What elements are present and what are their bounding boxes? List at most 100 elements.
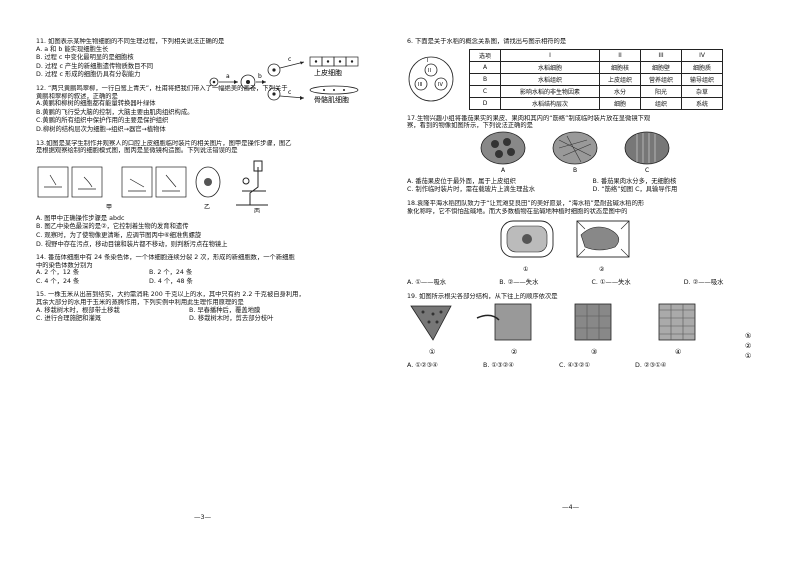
table-cell: 细胞质 <box>681 60 723 74</box>
q18-stem-2: 象化称呼，它不惧怕盐碱地。而大多数植物在盐碱地种植时细胞的状态是图中的 <box>407 207 628 215</box>
label-bing: 丙 <box>254 208 260 213</box>
q17-stem-1: 17.生物兴趣小组将番茄果实的果皮、果肉和其内的“筋络”制成临时装片放在显微镜下… <box>407 114 651 122</box>
label-3: ③ <box>591 348 597 356</box>
question-19: 19. 如图所示根尖各部分结构，从下往上的顺序依次是 ① ② ③ ④ ⑤ ② ① <box>407 293 772 371</box>
q12-option-c: C.黄鹂的所有组织中保护作用的主要是保护组织 <box>36 117 169 125</box>
q12-option-b: B.黄鹂的飞行受大脑的控制，大脑主要由肌肉组织构成。 <box>36 108 194 116</box>
q12-option-a: A.黄鹂和柳树的细胞都有能量转换器叶绿体 <box>36 100 156 108</box>
table-cell: 水稻细胞 <box>500 60 600 74</box>
q13-option-c: C. 观察时，为了使物像更清晰，应调节图丙中⑥细准焦螺旋 <box>36 231 202 239</box>
table-cell: A <box>469 60 501 74</box>
table-header: III <box>640 48 682 62</box>
q11-option-b: B. 过程 c 中变化最明显的是细胞核 <box>36 54 134 62</box>
label-c: c <box>288 56 291 63</box>
label-a: a <box>226 73 230 80</box>
q19-option-c: C. ④③②① <box>559 362 590 370</box>
question-11: 11. 如图表示某种生物细胞的不同生理过程，下列相关说法正确的是 A. a 和 … <box>36 38 383 80</box>
q19-stem: 19. 如图所示根尖各部分结构，从下往上的顺序依次是 <box>407 292 558 300</box>
table-cell: 水分 <box>599 84 641 98</box>
plant-cell-states-figure: ① ② <box>500 220 630 273</box>
table-row: B 水稻组织 上皮组织 营养组织 输导组织 <box>469 72 723 86</box>
label-2: ② <box>511 348 517 356</box>
q14-option-a: A. 2 个，12 条 <box>36 269 80 277</box>
slide-preparation-figure: 甲 乙 丙 <box>37 160 268 213</box>
table-row: C 影响水稻的非生物因素 水分 阳光 杂草 <box>469 84 723 98</box>
table-row: D 水稻结构层次 细胞 组织 系统 <box>469 96 723 110</box>
table-cell: B <box>469 72 501 86</box>
table-header: 选项 <box>469 48 501 62</box>
table-row: A 水稻细胞 细胞核 细胞壁 细胞质 <box>469 60 723 74</box>
q6-stem: 6. 下面是关于水稻的概念关系图，请找出与图示相符的是 <box>407 38 567 45</box>
circle-label-2: II <box>428 68 431 74</box>
q13-figure-area: 甲 乙 丙 <box>36 155 383 215</box>
table-cell: 细胞核 <box>599 60 641 74</box>
left-page-number: —3— <box>194 513 212 521</box>
circle-label-4: IV <box>438 82 443 88</box>
root-tip-figure: ① ② ③ ④ ⑤ ② ① <box>410 303 751 360</box>
q19-option-d: D. ②③①④ <box>635 362 667 370</box>
question-18: 18.袁隆平海水稻团队致力于“让荒滩变良田”的美好愿景，“海水稻”是耐盐碱水稻的… <box>407 200 772 288</box>
table-cell: 细胞 <box>599 96 641 110</box>
q19-figure-area: ① ② ③ ④ ⑤ ② ① <box>407 300 772 362</box>
table-cell: 水稻结构层次 <box>500 96 600 110</box>
q15-option-c: C. 进行合理施肥和灌溉 <box>36 315 102 323</box>
q17-option-d: D. “筋络”如图 C，具输导作用 <box>592 186 678 194</box>
q17-option-b: B. 番茄果肉水分多，无细胞核 <box>592 177 677 185</box>
table-cell: 影响水稻的非生物因素 <box>500 84 600 98</box>
question-17: 17.生物兴趣小组将番茄果实的果皮、果肉和其内的“筋络”制成临时装片放在显微镜下… <box>407 115 772 195</box>
side-label-5: ⑤ <box>745 332 751 340</box>
concept-table: 选项 I II III IV A 水稻细胞 细胞核 细胞壁 细胞质 B 水稻组织… <box>469 48 723 110</box>
table-cell: 系统 <box>681 96 723 110</box>
q15-option-a: A. 移栽树木时，根部带土移栽 <box>36 306 120 314</box>
q14-stem-2: 中的染色体数分别为 <box>36 261 93 269</box>
concept-circle-diagram: I II III IV <box>408 56 454 102</box>
q12-stem-1: 12. “两只黄鹂鸣翠柳，一行白鹭上青天”，杜甫将把我们带入了一幅绝美的画卷，下… <box>36 84 288 92</box>
q14-option-c: C. 4 个，24 条 <box>36 277 80 285</box>
q11-option-d: D. 过程 c 形成的细胞仍具有分裂能力 <box>36 71 141 79</box>
q12-option-d: D.柳树的结构层次为细胞→组织→器官→植物体 <box>36 125 166 133</box>
q18-option-a: A. ①——吸水 <box>407 279 447 287</box>
q19-option-a: A. ①②③④ <box>407 362 438 370</box>
question-13: 13.如图是某学生制作并观察人的口腔上皮细胞临时装片的相关图片，图甲是操作步骤，… <box>36 140 383 250</box>
label-c-lower: c <box>288 89 291 96</box>
q14-option-b: B. 2 个，24 条 <box>149 269 193 277</box>
label-4: ④ <box>675 348 681 356</box>
q15-option-b: B. 早春播种后，覆盖地膜 <box>189 306 261 314</box>
right-page-number: —4— <box>562 503 580 511</box>
circle-label-3: III <box>418 82 422 88</box>
q15-stem-2: 其余大部分的水用于玉米的蒸腾作用，下列实例中利用此生理作用原理的是 <box>36 299 244 307</box>
table-cell: 上皮组织 <box>599 72 641 86</box>
label-1: ① <box>429 348 435 356</box>
label-b: b <box>258 73 262 80</box>
side-label-1: ① <box>745 352 751 360</box>
tomato-slides-figure: A B C <box>480 131 670 174</box>
table-cell: 杂草 <box>681 84 723 98</box>
table-cell: 组织 <box>640 96 682 110</box>
q19-option-b: B. ①③②④ <box>483 362 514 370</box>
label-jia: 甲 <box>106 204 112 211</box>
table-cell: 营养组织 <box>640 72 682 86</box>
side-label-2: ② <box>745 342 751 350</box>
q12-stem-2: 黄鹂和翠柳的叙述，正确的是 <box>36 92 118 100</box>
q13-stem-1: 13.如图是某学生制作并观察人的口腔上皮细胞临时装片的相关图片，图甲是操作步骤，… <box>36 139 292 147</box>
label-b: B <box>573 167 577 174</box>
table-cell: D <box>469 96 501 110</box>
q13-option-a: A. 图甲中正确操作步骤是 abdc <box>36 214 125 222</box>
table-header: I <box>500 48 600 62</box>
q11-stem: 11. 如图表示某种生物细胞的不同生理过程，下列相关说法正确的是 <box>36 38 225 45</box>
q18-option-d: D. ②——吸水 <box>683 279 724 287</box>
q15-stem-1: 15. 一株玉米从出苗到结实，大约需消耗 200 千克以上的水，其中只有约 2.… <box>36 291 305 299</box>
right-page: 6. 下面是关于水稻的概念关系图，请找出与图示相符的是 I II III IV … <box>397 0 794 561</box>
table-cell: 阳光 <box>640 84 682 98</box>
q11-option-a: A. a 和 b 能实现细胞生长 <box>36 45 109 53</box>
q11-option-c: D. 过程 c 产生的新细胞遗传物质数目不同 <box>36 62 154 70</box>
label-a: A <box>501 167 506 174</box>
q17-option-c: C. 制作临时装片时，需在载玻片上滴生理盐水 <box>407 186 536 194</box>
table-cell: C <box>469 84 501 98</box>
table-cell: 输导组织 <box>681 72 723 86</box>
q13-option-b: B. 图乙中染色最深的是②，它控制着生物的发育和遗传 <box>36 223 189 231</box>
label-epithelial: 上皮细胞 <box>314 68 342 77</box>
left-page: 11. 如图表示某种生物细胞的不同生理过程，下列相关说法正确的是 A. a 和 … <box>36 38 383 521</box>
q17-stem-2: 察，看到的物像如图所示，下列说法正确的是 <box>407 122 533 130</box>
q18-option-b: B. ②——失水 <box>499 279 539 287</box>
